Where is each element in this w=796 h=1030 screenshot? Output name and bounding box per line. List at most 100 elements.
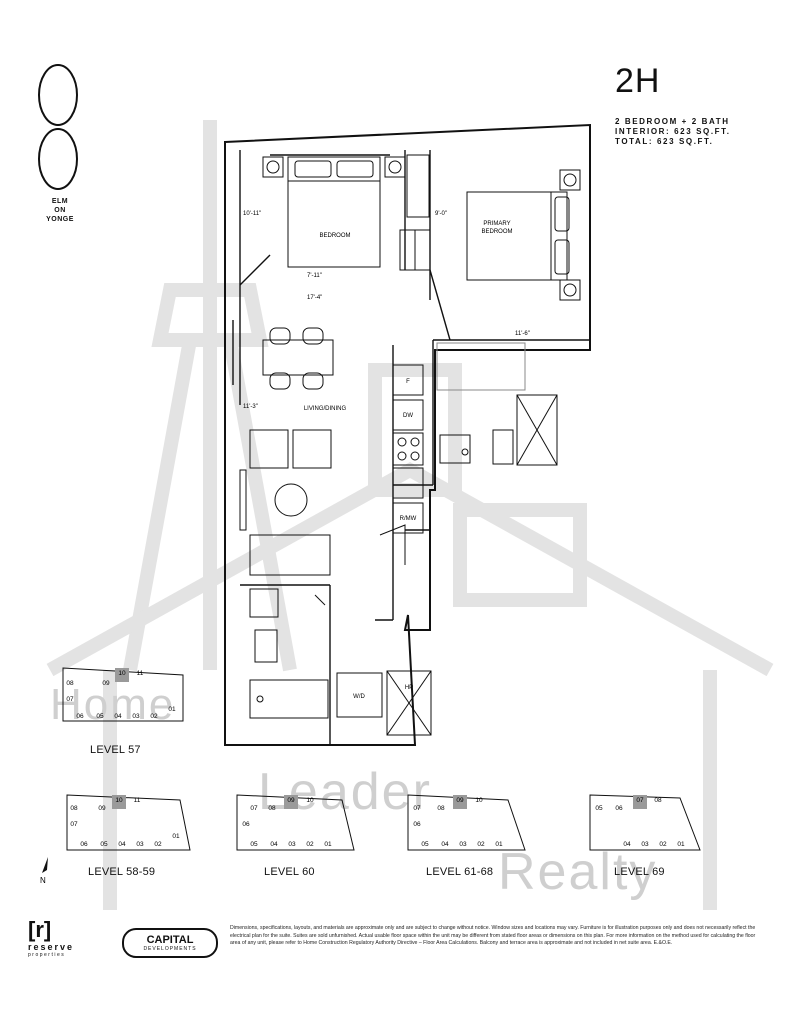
svg-text:04: 04 <box>118 841 126 848</box>
svg-text:01: 01 <box>324 841 332 848</box>
tower-pod <box>151 283 269 347</box>
washer-dryer <box>336 672 383 718</box>
building-name-yonge: YONGE <box>46 216 74 223</box>
svg-text:01: 01 <box>677 841 685 848</box>
dim-bedroom-width: 10'-11" <box>243 211 261 217</box>
bath-vanity <box>249 588 279 618</box>
room-label-living: LIVING/DINING <box>304 406 347 412</box>
media-unit <box>239 469 247 531</box>
svg-text:06: 06 <box>80 841 88 848</box>
svg-text:07: 07 <box>250 805 258 812</box>
label-heat-pump: HP <box>405 685 413 691</box>
ensuite-toilet <box>492 429 514 465</box>
heat-pump-closet <box>386 670 432 736</box>
svg-text:02: 02 <box>659 841 667 848</box>
keyplan-level-60: 07 08 09 10 06 05 04 03 02 01 <box>236 794 355 851</box>
dim-primary-width: 9'-0" <box>435 211 447 217</box>
exterior-walls <box>224 123 591 746</box>
coffee-table <box>274 483 308 517</box>
svg-text:01: 01 <box>168 706 176 713</box>
dim-primary-depth: 11'-6" <box>515 331 530 337</box>
keyplan-label-61-68: LEVEL 61-68 <box>426 866 494 878</box>
ensuite-vanity <box>439 434 471 464</box>
dim-living-width: 11'-3" <box>243 404 258 410</box>
bed-primary <box>466 191 568 281</box>
svg-text:03: 03 <box>136 841 144 848</box>
logo-eight-icon <box>38 64 78 190</box>
bathtub <box>249 679 329 719</box>
svg-text:05: 05 <box>595 805 603 812</box>
capital-sub: DEVELOPMENTS <box>143 946 197 952</box>
house-walls <box>103 670 717 910</box>
svg-text:03: 03 <box>288 841 296 848</box>
svg-text:09: 09 <box>98 805 106 812</box>
svg-text:05: 05 <box>96 713 104 720</box>
label-fridge: F <box>406 379 410 385</box>
unit-interior-area: INTERIOR: 623 SQ.FT. <box>615 127 731 136</box>
svg-text:10: 10 <box>115 797 123 804</box>
capital-name: CAPITAL <box>146 934 194 946</box>
floor-plan: BEDROOM PRIMARY BEDROOM LIVING/DINING F … <box>224 123 591 746</box>
svg-text:01: 01 <box>172 833 180 840</box>
svg-text:05: 05 <box>421 841 429 848</box>
unit-total-area: TOTAL: 623 SQ.FT. <box>615 137 714 146</box>
cooktop <box>392 432 424 466</box>
house-chimney <box>368 363 462 497</box>
room-label-bedroom: BEDROOM <box>319 233 350 239</box>
svg-text:04: 04 <box>623 841 631 848</box>
svg-text:03: 03 <box>132 713 140 720</box>
keyplan-label-69: LEVEL 69 <box>614 866 665 878</box>
building-name-elm: ELM <box>51 198 69 205</box>
svg-text:11: 11 <box>134 797 141 804</box>
nightstand-right <box>384 156 406 178</box>
north-arrow-icon: N <box>40 857 48 885</box>
desk <box>406 154 430 218</box>
watermark-text-realty: Realty <box>498 843 658 901</box>
svg-text:02: 02 <box>477 841 485 848</box>
keyplan-label-58-59: LEVEL 58-59 <box>88 866 156 878</box>
svg-text:04: 04 <box>270 841 278 848</box>
svg-text:08: 08 <box>70 805 78 812</box>
disclaimer-text: Dimensions, specifications, layouts, and… <box>230 925 756 947</box>
svg-text:06: 06 <box>413 821 421 828</box>
label-microwave: R/MW <box>400 516 417 522</box>
svg-text:04: 04 <box>114 713 122 720</box>
shower <box>516 394 558 466</box>
svg-text:08: 08 <box>66 680 74 687</box>
svg-text:08: 08 <box>268 805 276 812</box>
svg-text:01: 01 <box>495 841 503 848</box>
svg-text:05: 05 <box>100 841 108 848</box>
bath-toilet <box>254 629 278 663</box>
svg-text:08: 08 <box>654 797 662 804</box>
armchair-right <box>292 429 332 469</box>
svg-text:07: 07 <box>636 797 644 804</box>
svg-text:07: 07 <box>66 696 74 703</box>
reserve-mark: [r] <box>28 917 52 942</box>
fridge <box>392 364 424 396</box>
svg-text:06: 06 <box>76 713 84 720</box>
keyplan-level-58-59: 08 09 10 11 07 06 05 04 03 02 01 <box>66 794 191 851</box>
kitchen-sink <box>392 467 424 499</box>
dining-table <box>262 339 334 376</box>
house-roof <box>46 461 774 677</box>
svg-text:03: 03 <box>459 841 467 848</box>
bed-left <box>287 156 381 268</box>
house-window <box>453 503 587 607</box>
svg-text:10: 10 <box>475 797 483 804</box>
label-dishwasher: DW <box>403 413 413 419</box>
keyplan-level-57: 08 09 10 11 07 06 05 04 03 02 01 <box>62 667 184 722</box>
svg-text:02: 02 <box>154 841 162 848</box>
keyplan-label-60: LEVEL 60 <box>264 866 315 878</box>
svg-text:07: 07 <box>413 805 421 812</box>
svg-text:09: 09 <box>102 680 110 687</box>
sofa <box>249 534 331 576</box>
capital-logo: CAPITAL DEVELOPMENTS <box>122 928 218 958</box>
building-name-on: ON <box>54 207 66 214</box>
reserve-sub: properties <box>28 952 66 958</box>
svg-text:02: 02 <box>150 713 158 720</box>
dishwasher <box>392 399 424 431</box>
svg-text:11: 11 <box>137 670 144 677</box>
watermark-text-leader: Leader <box>258 763 432 821</box>
reserve-name: reserve <box>28 942 75 952</box>
svg-text:08: 08 <box>437 805 445 812</box>
